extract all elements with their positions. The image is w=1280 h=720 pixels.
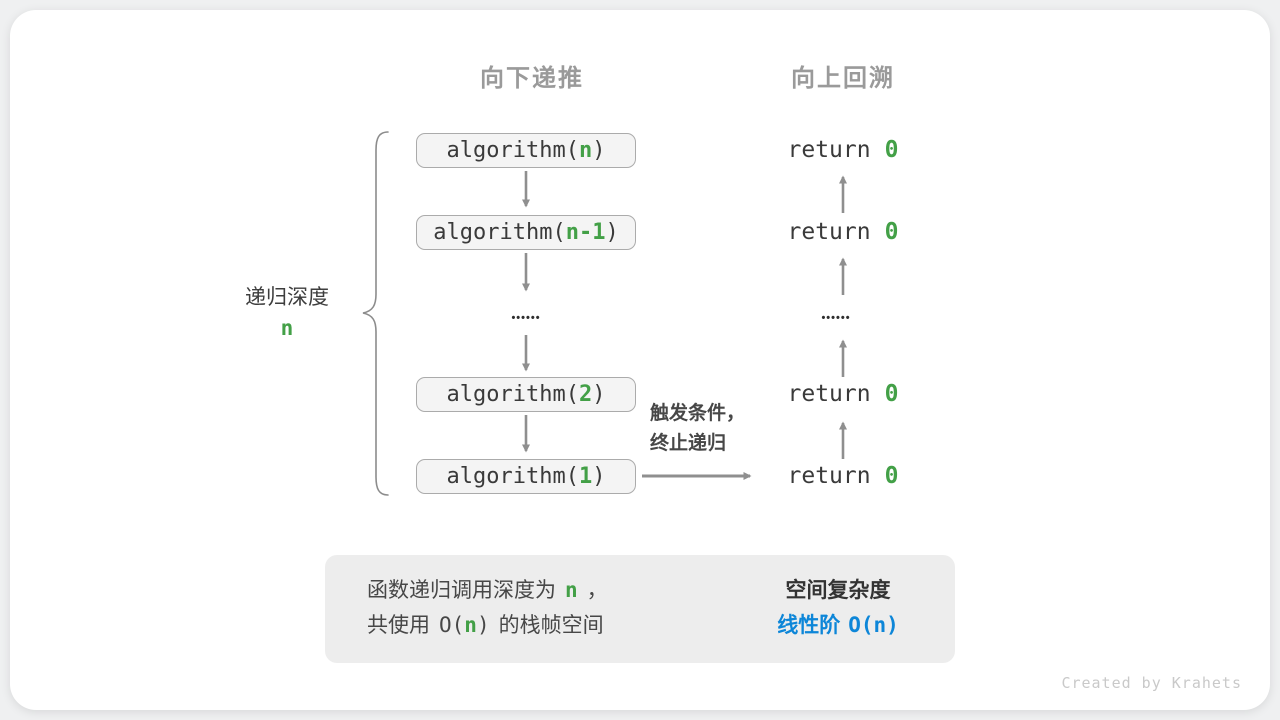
return-statement: return 0: [743, 218, 943, 246]
return-statement: return 0: [743, 380, 943, 408]
base-case-note-line2: 终止递归: [650, 433, 727, 454]
call-prefix: algorithm(: [433, 220, 566, 245]
header-upward: 向上回溯: [791, 65, 895, 92]
call-suffix: ): [605, 220, 619, 245]
summary-line1-n: n: [565, 578, 578, 602]
credit-watermark: Created by Krahets: [1061, 674, 1242, 692]
return-value: 0: [884, 137, 899, 163]
call-suffix: ): [592, 382, 606, 407]
complexity-value: 线性阶 O(n): [733, 608, 943, 643]
call-box-n: algorithm(n): [416, 133, 636, 168]
complexity-big-o: O(n): [848, 613, 899, 637]
base-case-note-line1: 触发条件，: [650, 403, 746, 424]
return-keyword: return: [787, 381, 871, 407]
call-arg: n: [578, 138, 593, 163]
call-box-1: algorithm(1): [416, 459, 636, 494]
summary-conclusion: 空间复杂度 线性阶 O(n): [733, 573, 943, 643]
call-arg: n-1: [565, 220, 606, 245]
base-case-note: 触发条件， 终止递归: [650, 399, 745, 459]
call-ellipsis: ••••••: [511, 312, 541, 324]
complexity-title: 空间复杂度: [785, 579, 891, 602]
big-o-n: n: [464, 613, 477, 637]
call-suffix: ): [592, 138, 606, 163]
return-statement: return 0: [743, 136, 943, 164]
summary-line2-text: 共使用: [367, 614, 430, 637]
summary-line1-comma: ，: [586, 579, 608, 602]
summary-line2: 共使用 O(n) 的栈帧空间: [367, 608, 608, 643]
summary-line2-tail: 的栈帧空间: [498, 614, 604, 637]
return-keyword: return: [787, 463, 871, 489]
call-box-2: algorithm(2): [416, 377, 636, 412]
call-suffix: ): [592, 464, 606, 489]
return-statement: return 0: [743, 462, 943, 490]
call-arg: 2: [578, 382, 593, 407]
return-value: 0: [884, 381, 899, 407]
call-box-n-1: algorithm(n-1): [416, 215, 636, 250]
call-prefix: algorithm(: [446, 138, 579, 163]
summary-line1: 函数递归调用深度为 n ，: [367, 573, 608, 608]
summary-line2-code: O(n): [439, 613, 490, 637]
call-prefix: algorithm(: [446, 464, 579, 489]
return-keyword: return: [787, 219, 871, 245]
return-ellipsis: ••••••: [821, 312, 851, 324]
call-arg: 1: [578, 464, 593, 489]
depth-label: 递归深度: [245, 286, 329, 309]
summary-line1-text: 函数递归调用深度为: [367, 579, 556, 602]
big-o-open: O(: [439, 613, 465, 637]
big-o-close: ): [476, 613, 490, 637]
call-prefix: algorithm(: [446, 382, 579, 407]
return-keyword: return: [787, 137, 871, 163]
header-downward: 向下递推: [480, 65, 584, 92]
depth-value: n: [280, 316, 294, 340]
return-value: 0: [884, 219, 899, 245]
complexity-order-label: 线性阶: [777, 614, 841, 637]
return-value: 0: [884, 463, 899, 489]
